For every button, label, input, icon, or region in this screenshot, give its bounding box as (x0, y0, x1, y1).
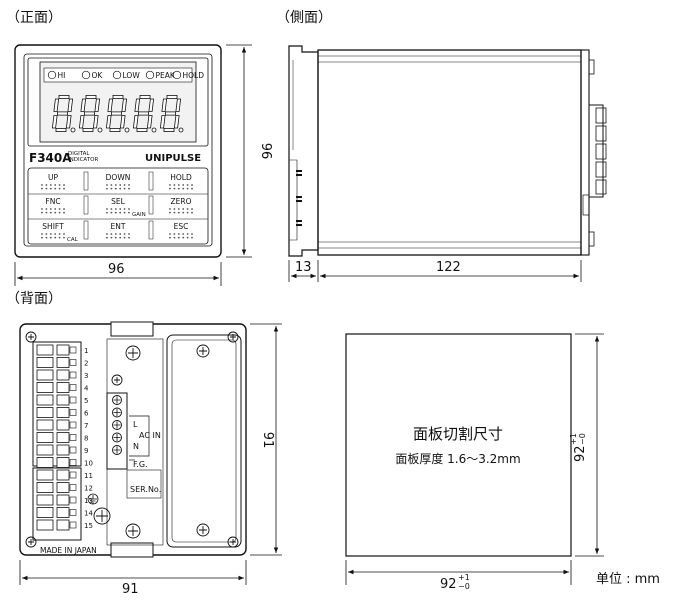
side-front-dim: 13 (295, 260, 312, 275)
made-in-label: MADE IN JAPAN (40, 546, 97, 555)
side-depth-dim: 122 (436, 260, 461, 275)
label-fg: F.G. (133, 460, 148, 469)
seven-segment-digit (159, 95, 184, 133)
cutout-width-tol-plus: +1 (458, 573, 470, 582)
key-fnc-button[interactable]: FNC (45, 197, 60, 206)
terminal-number: 10 (84, 460, 93, 468)
side-bezel (288, 45, 319, 257)
model-name: F340A (29, 151, 72, 165)
display-window (27, 57, 209, 147)
back-frame (19, 323, 247, 556)
label-l: L (133, 420, 138, 429)
label-n: N (133, 442, 139, 451)
seven-segment-digit (105, 95, 130, 133)
terminal-number: 14 (84, 510, 93, 518)
led-label: HOLD (183, 71, 205, 80)
front-panel (23, 53, 213, 247)
key-up-button[interactable]: UP (48, 173, 58, 182)
terminal-number: 11 (84, 472, 93, 480)
keypad-area (27, 167, 209, 245)
led-hold-icon (172, 70, 182, 80)
power-terminals (112, 395, 122, 455)
brand-logo: UNIPULSE (145, 153, 201, 164)
screw-crosses (28, 334, 236, 545)
label-ser-no: SER.No. (130, 485, 161, 494)
front-height-dim: 96 (258, 143, 273, 160)
unit-label: 单位 : mm (596, 572, 660, 587)
model-sub-indicator: INDICATOR (68, 157, 98, 163)
led-label: HI (58, 71, 66, 80)
label-ac-in: AC IN (139, 431, 161, 440)
cutout-dimensions (345, 333, 604, 585)
back-view-title: （背面） (6, 291, 62, 307)
terminal-number: 12 (84, 485, 93, 493)
terminal-number: 4 (84, 385, 89, 393)
seven-segment-digit (51, 95, 76, 133)
led-label: LOW (123, 71, 141, 80)
ground-symbol (87, 493, 99, 505)
cutout-width-tol-minus: −0 (458, 582, 470, 591)
front-width-dim: 96 (108, 262, 125, 277)
terminal-number: 6 (84, 410, 89, 418)
cutout-title: 面板切割尺寸 (413, 425, 503, 443)
terminal-number: 3 (84, 372, 88, 380)
terminal-number: 9 (84, 447, 88, 455)
back-height-dim: 91 (260, 432, 275, 449)
back-width-dim: 91 (122, 582, 139, 596)
corner-screws (25, 331, 239, 548)
seven-segment-digit (132, 95, 157, 133)
side-view-title: （側面） (276, 10, 332, 26)
led-hi-icon (47, 70, 57, 80)
terminal-number: 5 (84, 397, 88, 405)
terminal-number: 1 (84, 347, 88, 355)
side-bezel-marks (296, 170, 302, 226)
front-view-title: （正面） (6, 10, 62, 26)
model-sub-digital: DIGITAL (68, 151, 90, 157)
key-zero-button[interactable]: ZERO (171, 197, 192, 206)
key-sub-label: CAL (67, 237, 79, 243)
key-shift-button[interactable]: SHIFT (42, 222, 64, 231)
terminal-number: 7 (84, 422, 88, 430)
key-hold-button[interactable]: HOLD (170, 173, 192, 182)
cutout-height-tol-minus: −0 (578, 433, 587, 445)
key-sub-label: GAIN (132, 212, 146, 218)
back-cover-plate (166, 334, 242, 548)
terminal-number: 15 (84, 522, 93, 530)
terminal-number: 2 (84, 360, 88, 368)
key-esc-button[interactable]: ESC (174, 222, 189, 231)
key-sel-button[interactable]: SEL (111, 197, 125, 206)
side-housing (317, 49, 582, 256)
key-down-button[interactable]: DOWN (106, 173, 131, 182)
seven-segment-digit (78, 95, 103, 133)
key-ent-button[interactable]: ENT (111, 222, 126, 231)
led-low-icon (112, 70, 122, 80)
seven-segment-display (51, 95, 184, 133)
side-view (288, 45, 607, 257)
cutout-height-tol-plus: +1 (569, 433, 578, 445)
led-peak-icon (145, 70, 155, 80)
led-label: OK (92, 71, 104, 80)
cutout-height-dim: 92 (573, 445, 588, 462)
front-bezel (14, 44, 222, 258)
panel-cutout (345, 333, 572, 557)
led-label: PEAK (156, 71, 176, 80)
led-ok-icon (81, 70, 91, 80)
front-dimensions (14, 44, 252, 286)
cutout-width-dim: 92 (440, 577, 457, 592)
back-view (19, 321, 247, 558)
back-dimensions (19, 323, 282, 585)
led-row: HI OK LOW PEAK HOLD (43, 67, 205, 83)
cutout-thickness: 面板厚度 1.6〜3.2mm (395, 451, 520, 466)
terminal-number: 8 (84, 435, 88, 443)
side-dimensions (288, 260, 582, 282)
